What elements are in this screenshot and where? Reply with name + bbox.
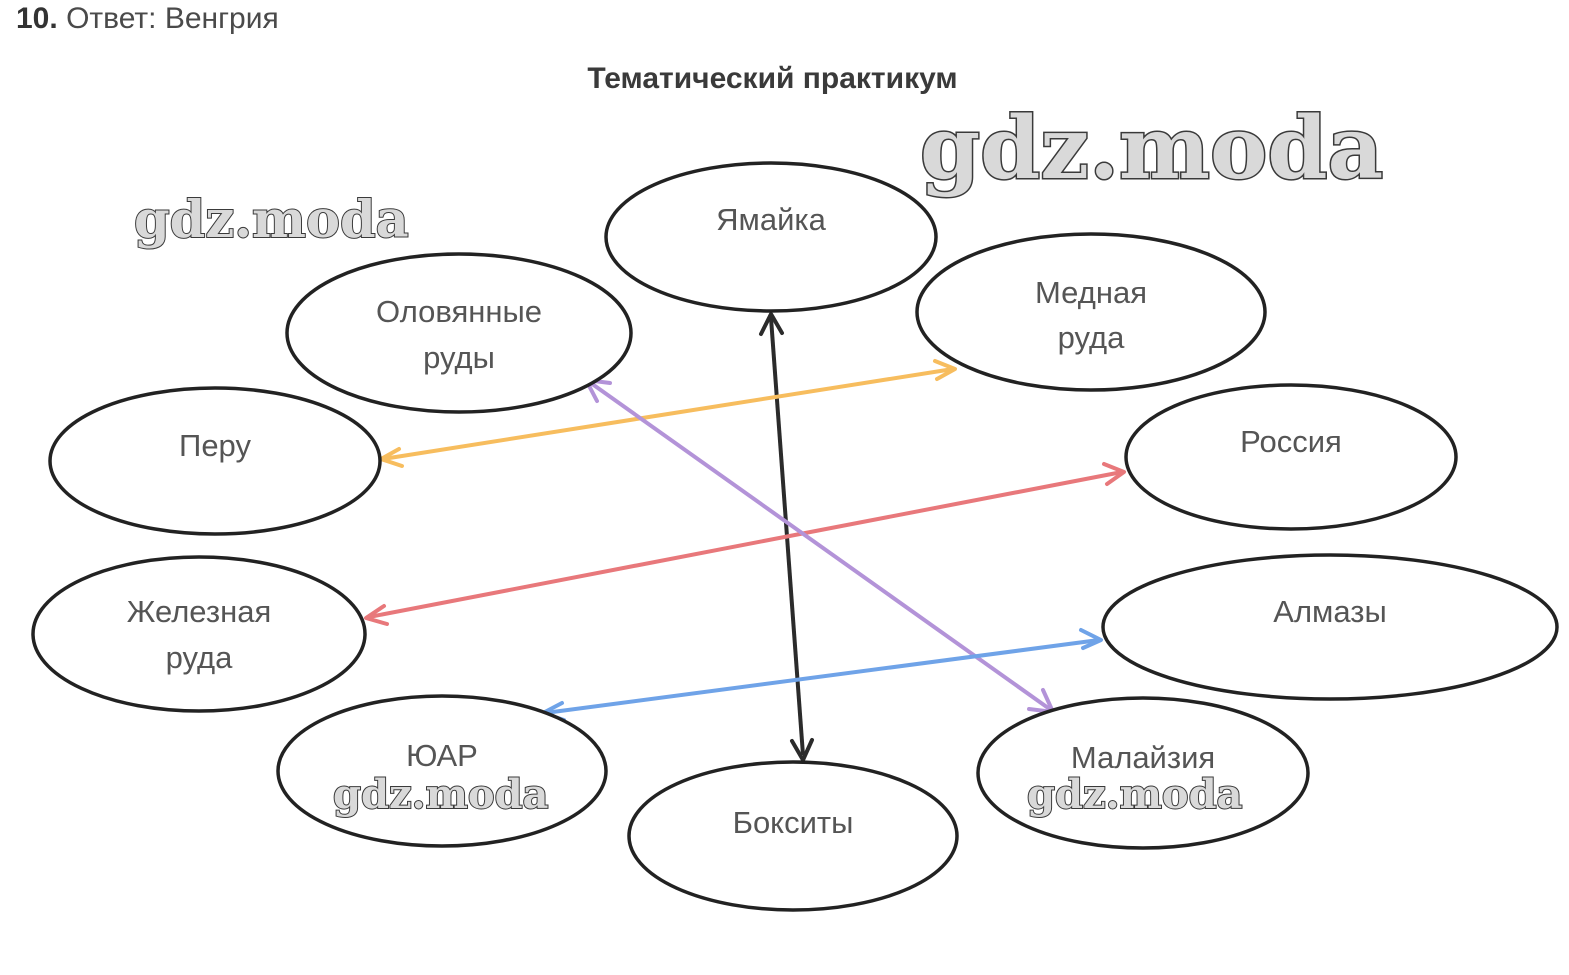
arrowhead-end: [790, 738, 814, 762]
connection-line: [544, 638, 1100, 715]
arrowhead-start: [759, 312, 784, 336]
node-label: Россия: [1240, 424, 1342, 459]
watermark-bottom-right: gdz.moda: [1027, 771, 1242, 818]
connection-line: [368, 470, 1123, 619]
connection-tin-ores-malaysia: [584, 378, 1055, 714]
node-label-line1: Железная: [127, 594, 271, 629]
watermark-top-right: gdz.moda: [920, 98, 1383, 199]
node-tin-ores: Оловянные руды: [285, 252, 633, 414]
node-label-line2: руды: [423, 340, 495, 375]
question-number: 10.: [16, 2, 58, 35]
connection-line: [586, 379, 1053, 712]
node-ellipse: [627, 760, 959, 912]
section-title: Тематический практикум: [587, 62, 958, 95]
node-ellipse: [915, 232, 1267, 392]
watermarks-layer: gdz.moda gdz.moda gdz.moda gdz.moda: [133, 97, 1385, 820]
answer-text: Ответ: Венгрия: [66, 2, 279, 35]
node-bauxites: Бокситы: [627, 760, 959, 912]
connection-south-africa-diamonds: [541, 628, 1103, 722]
watermark-top-left: gdz.moda: [134, 190, 409, 250]
node-iron-ore: Железная руда: [31, 555, 367, 713]
node-label: Ямайка: [716, 202, 827, 237]
node-label-line2: руда: [166, 640, 233, 675]
node-ellipse: [604, 161, 938, 313]
node-label: Бокситы: [733, 805, 854, 840]
arrowhead-end: [1079, 628, 1103, 650]
watermark-bottom-left: gdz.moda: [333, 771, 548, 818]
node-ellipse: [48, 386, 382, 536]
nodes-layer: Ямайка Оловянные руды Медная руда Перу Р…: [31, 161, 1559, 912]
node-label-line1: Медная: [1035, 275, 1147, 310]
node-south-africa: ЮАР: [276, 694, 608, 848]
node-label-line1: Оловянные: [376, 294, 542, 329]
node-label: Перу: [179, 428, 251, 463]
node-diamonds: Алмазы: [1101, 553, 1559, 701]
node-label: Малайзия: [1071, 740, 1215, 775]
connection-iron-ore-russia: [364, 462, 1126, 626]
arrowhead-end: [933, 359, 957, 381]
arrowhead-end: [1102, 462, 1126, 486]
node-ellipse: [276, 694, 608, 848]
arrowhead-start: [364, 604, 389, 626]
answer-line: 10. Ответ: Венгрия: [16, 2, 279, 36]
node-russia: Россия: [1124, 383, 1458, 531]
node-label: Алмазы: [1273, 594, 1386, 629]
node-label: ЮАР: [406, 738, 478, 773]
node-ellipse: [1124, 383, 1458, 531]
node-ellipse: [1101, 553, 1559, 701]
node-ellipse: [285, 252, 633, 414]
node-ellipse: [31, 555, 367, 713]
node-malaysia: Малайзия: [976, 696, 1310, 850]
node-ellipse: [976, 696, 1310, 850]
node-copper-ore: Медная руда: [915, 232, 1267, 392]
connection-line: [382, 367, 954, 461]
node-label-line2: руда: [1058, 320, 1125, 355]
node-peru: Перу: [48, 386, 382, 536]
node-jamaica: Ямайка: [604, 161, 938, 313]
